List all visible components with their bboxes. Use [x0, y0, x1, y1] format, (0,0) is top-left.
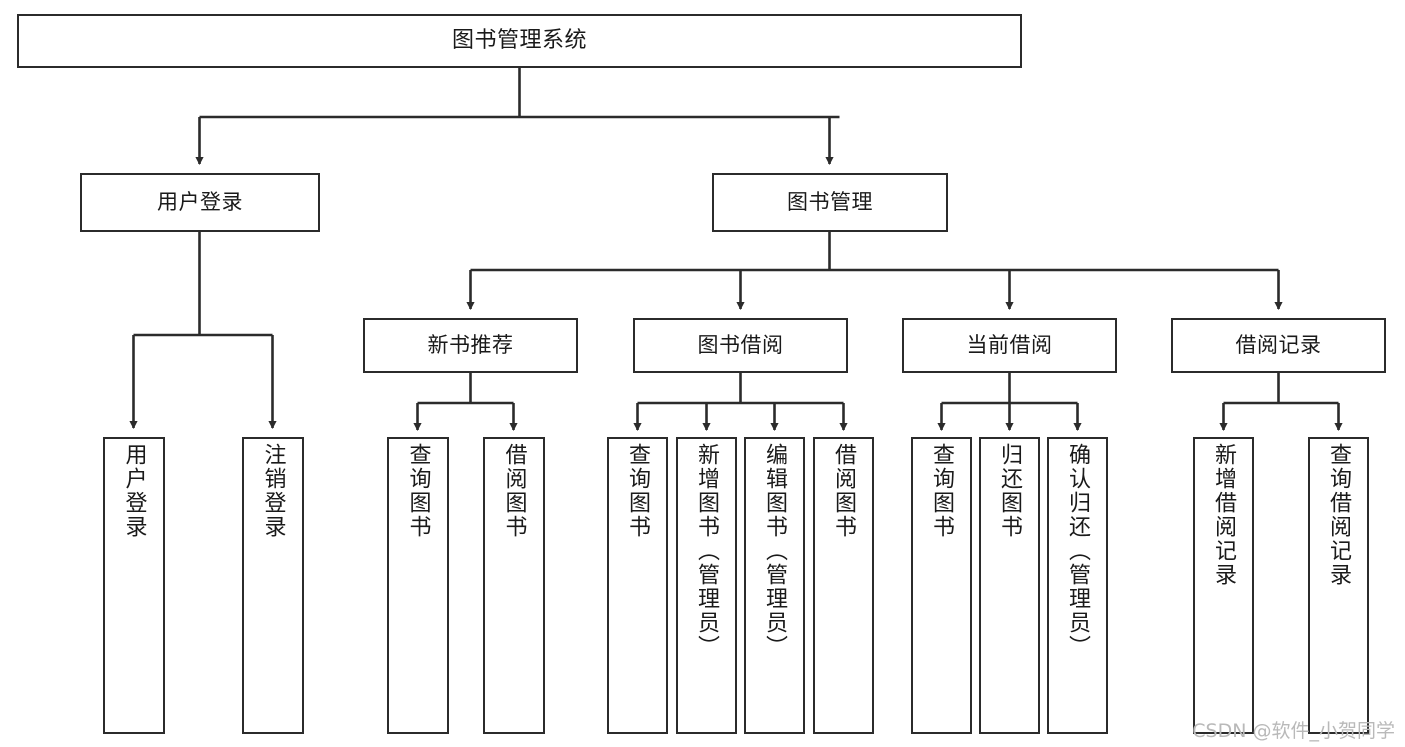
- leaf-record-add[interactable]: 新增借阅记录: [1193, 437, 1254, 734]
- leaf-current-confirm-return[interactable]: 确认归还（管理员）: [1047, 437, 1108, 734]
- node-label: 借阅图书: [501, 443, 527, 539]
- node-label: 用户登录: [121, 443, 147, 539]
- node-root-system[interactable]: 图书管理系统: [17, 14, 1022, 68]
- node-label: 确认归还（管理员）: [1065, 443, 1091, 659]
- leaf-new-book-query[interactable]: 查询图书: [387, 437, 449, 734]
- leaf-record-query[interactable]: 查询借阅记录: [1308, 437, 1369, 734]
- node-new-book-recommend[interactable]: 新书推荐: [363, 318, 578, 373]
- leaf-borrow-query-book[interactable]: 查询图书: [607, 437, 668, 734]
- leaf-new-book-borrow[interactable]: 借阅图书: [483, 437, 545, 734]
- node-label: 借阅记录: [1235, 333, 1322, 358]
- node-user-login[interactable]: 用户登录: [80, 173, 320, 232]
- node-label: 当前借阅: [966, 333, 1053, 358]
- node-label: 图书管理系统: [451, 28, 587, 54]
- node-label: 注销登录: [260, 443, 286, 539]
- leaf-borrow-edit-book[interactable]: 编辑图书（管理员）: [744, 437, 805, 734]
- leaf-borrow-borrow-book[interactable]: 借阅图书: [813, 437, 874, 734]
- node-label: 图书借阅: [697, 333, 784, 358]
- leaf-current-query-book[interactable]: 查询图书: [911, 437, 972, 734]
- node-label: 新增借阅记录: [1211, 443, 1237, 587]
- csdn-watermark: CSDN @软件_小贺同学: [1192, 720, 1395, 742]
- node-book-borrow[interactable]: 图书借阅: [633, 318, 848, 373]
- node-label: 查询图书: [405, 443, 431, 539]
- leaf-user-login-login[interactable]: 用户登录: [103, 437, 165, 734]
- node-current-borrow[interactable]: 当前借阅: [902, 318, 1117, 373]
- node-label: 查询图书: [625, 443, 651, 539]
- node-label: 新增图书（管理员）: [694, 443, 720, 659]
- leaf-current-return-book[interactable]: 归还图书: [979, 437, 1040, 734]
- node-label: 查询借阅记录: [1326, 443, 1352, 587]
- node-label: 图书管理: [787, 190, 873, 215]
- node-label: 归还图书: [997, 443, 1023, 539]
- node-label: 编辑图书（管理员）: [762, 443, 788, 659]
- leaf-borrow-add-book[interactable]: 新增图书（管理员）: [676, 437, 737, 734]
- node-label: 借阅图书: [831, 443, 857, 539]
- node-label: 用户登录: [157, 190, 243, 215]
- node-label: 新书推荐: [427, 333, 514, 358]
- node-borrow-record[interactable]: 借阅记录: [1171, 318, 1386, 373]
- leaf-user-login-logout[interactable]: 注销登录: [242, 437, 304, 734]
- node-label: 查询图书: [929, 443, 955, 539]
- node-book-management[interactable]: 图书管理: [712, 173, 948, 232]
